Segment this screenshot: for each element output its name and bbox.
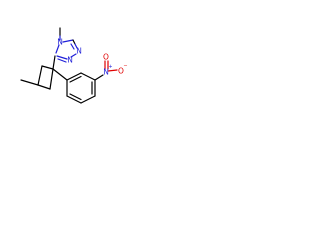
bond-ph-de <box>80 95 96 104</box>
atom-nitro-n: N <box>103 68 109 77</box>
atom-triazole-n1: N <box>67 56 73 65</box>
bond-n1-c5-double <box>57 58 67 63</box>
bond-ph-bc <box>80 72 96 81</box>
atom-nitro-o-double: O <box>103 53 109 62</box>
bond-ph-ab <box>66 72 82 81</box>
atom-triazole-n4: N <box>57 38 63 47</box>
bond-ph-ef <box>66 95 82 104</box>
bond-nitro-o-single <box>107 69 118 72</box>
charge-nitro-n: + <box>108 64 112 70</box>
bond-cb3-cq <box>49 68 54 90</box>
bond-ph-ef-inner <box>69 93 82 101</box>
bond-ph-nitro <box>94 74 104 81</box>
bond-c5-n4 <box>55 44 60 54</box>
atom-triazole-n2: N <box>76 47 82 56</box>
charge-nitro-o: − <box>123 63 127 69</box>
bond-n4-c3 <box>62 39 74 43</box>
bond-n1-c5 <box>56 55 68 60</box>
bond-cb2-cb3 <box>37 84 51 90</box>
bond-c3-n2-c <box>72 39 76 45</box>
bond-c3-n2-double <box>70 43 75 50</box>
bond-cb1-cb2 <box>37 65 43 86</box>
atom-nitro-o-single: O <box>118 67 124 76</box>
bond-n2-n1 <box>70 53 77 58</box>
molecule-structure: N N N N + O O − <box>20 27 128 104</box>
bond-c5-cq <box>52 55 56 70</box>
bond-cq-phenyl <box>52 68 68 81</box>
bond-c3-n2 <box>74 43 78 49</box>
bond-cb2-methyl <box>20 79 39 86</box>
bond-cq-cb1 <box>41 65 54 70</box>
bond-ph-ab-inner <box>69 75 82 83</box>
